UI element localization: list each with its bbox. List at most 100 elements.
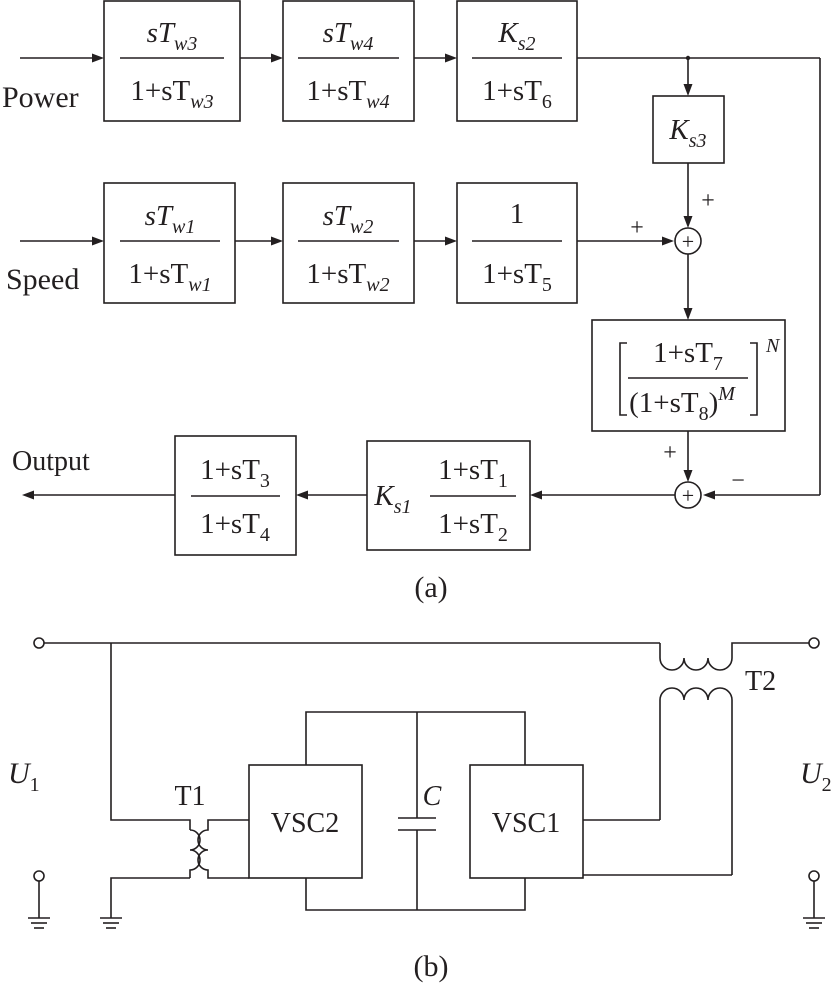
subscript: 3 [260, 470, 270, 492]
subscript: w4 [366, 91, 389, 113]
svg-text:1+sTw4: 1+sTw4 [306, 75, 389, 113]
numerator: 1+sT [653, 337, 713, 369]
sign-top: + [663, 440, 677, 466]
terminal-right-top [808, 637, 820, 649]
svg-text:1+sTw1: 1+sTw1 [128, 258, 211, 296]
filter-to-sum-arrow [683, 431, 693, 482]
subscript: 8 [699, 403, 709, 425]
numerator: 1+sT [200, 454, 260, 486]
subscript: w3 [174, 33, 197, 55]
sum-to-leadlag-arrow [530, 490, 675, 500]
svg-text:Ks2: Ks2 [497, 17, 535, 55]
block-diagram: Power Speed sTw3 1+sTw3 sTw4 1+sTw4 [2, 0, 821, 604]
svg-text:(1+sT8)M: (1+sT8)M [629, 383, 736, 425]
u2-label: U2 [800, 757, 832, 796]
svg-text:1+sT4: 1+sT4 [200, 508, 270, 546]
numerator: 1+sT [438, 454, 498, 486]
subscript: s3 [689, 130, 707, 152]
upper-summing-junction: + + + [630, 188, 715, 255]
output-arrow [22, 490, 175, 500]
speed-input-label: Speed [6, 263, 79, 296]
ground-symbol-t1 [100, 917, 122, 929]
main-line [44, 642, 809, 671]
subscript: 1 [498, 470, 508, 492]
numerator: sT [323, 200, 352, 232]
dc-capacitor [398, 817, 436, 831]
middle-row-arrows [235, 236, 674, 246]
svg-text:sTw1: sTw1 [145, 200, 196, 238]
subscript: 2 [498, 524, 508, 546]
subscript: s2 [518, 33, 536, 55]
numerator: K [497, 17, 519, 49]
power-path-lines [577, 55, 821, 500]
vsc2-label: VSC2 [271, 808, 339, 839]
leadlag1-to-leadlag2-arrow [296, 490, 367, 500]
sign-left: + [630, 215, 644, 241]
ground-symbol-right [803, 870, 825, 929]
denominator: (1+sT [629, 387, 699, 419]
denominator: 1+sT [482, 75, 542, 107]
subscript: w1 [172, 216, 195, 238]
vsc1-label: VSC1 [492, 808, 560, 839]
numerator: sT [147, 17, 176, 49]
sum-symbol: + [682, 229, 694, 254]
washout-block-w3: sTw3 1+sTw3 [103, 0, 241, 122]
vsc2-converter: VSC2 [248, 764, 363, 879]
vsc1-converter: VSC1 [469, 764, 584, 879]
gain-label: K [668, 114, 690, 146]
sum-to-filter-arrow [683, 254, 693, 320]
terminal-left-top [33, 637, 45, 649]
denominator: 1+sT [128, 258, 188, 290]
lead-lag-block-2: 1+sT3 1+sT4 [174, 435, 297, 556]
t2-label: T2 [745, 666, 776, 697]
svg-text:1+sT1: 1+sT1 [438, 454, 508, 492]
top-row-arrows [240, 53, 457, 63]
numerator: sT [145, 200, 174, 232]
sign-top: + [701, 188, 715, 214]
subscript: s1 [394, 496, 412, 518]
subscript: w1 [188, 274, 211, 296]
outer-exponent: N [765, 335, 781, 357]
washout-block-w1: sTw1 1+sTw1 [103, 182, 236, 304]
ground-symbol-left [28, 870, 50, 929]
subscript: 6 [542, 91, 552, 113]
lead-lag-block-1: Ks1 1+sT1 1+sT2 [366, 440, 531, 551]
svg-text:Ks3: Ks3 [668, 114, 706, 152]
caption-b: (b) [414, 950, 449, 983]
svg-text:1+sT7: 1+sT7 [653, 337, 723, 375]
ks3-to-sum-arrow [683, 163, 693, 228]
capacitor-label: C [423, 781, 442, 812]
subscript: w3 [190, 91, 213, 113]
denominator: 1+sT [438, 508, 498, 540]
subscript: 4 [260, 524, 270, 546]
t1-label: T1 [174, 781, 205, 812]
lower-summing-junction: + + − [663, 440, 745, 509]
lag-block-t5: 1 1+sT5 [456, 182, 578, 304]
gain-label: K [373, 480, 395, 512]
numerator: sT [323, 17, 352, 49]
sign-right: − [731, 468, 745, 494]
subscript: 7 [713, 353, 723, 375]
subscript: w2 [366, 274, 389, 296]
svg-text:1+sT6: 1+sT6 [482, 75, 552, 113]
gain-block-ks2: Ks2 1+sT6 [456, 0, 578, 122]
t2-secondary-coil [659, 687, 733, 875]
svg-text:Ks1: Ks1 [373, 480, 411, 518]
close-paren: ) [709, 387, 719, 419]
washout-block-w4: sTw4 1+sTw4 [282, 0, 415, 122]
denominator: 1+sT [130, 75, 190, 107]
svg-text:1+sT3: 1+sT3 [200, 454, 270, 492]
svg-text:sTw4: sTw4 [323, 17, 374, 55]
sum-symbol: + [682, 483, 694, 508]
circuit-diagram: T2 T1 C VSC2 VSC1 [8, 637, 832, 983]
denominator: 1+sT [306, 258, 366, 290]
subscript: 5 [542, 274, 552, 296]
svg-text:1+sT2: 1+sT2 [438, 508, 508, 546]
svg-text:1+sT5: 1+sT5 [482, 258, 552, 296]
numerator: 1 [510, 198, 525, 230]
t1-transformer [110, 643, 249, 918]
svg-text:sTw2: sTw2 [323, 200, 374, 238]
denominator: 1+sT [482, 258, 542, 290]
u1-label: U1 [8, 757, 40, 796]
